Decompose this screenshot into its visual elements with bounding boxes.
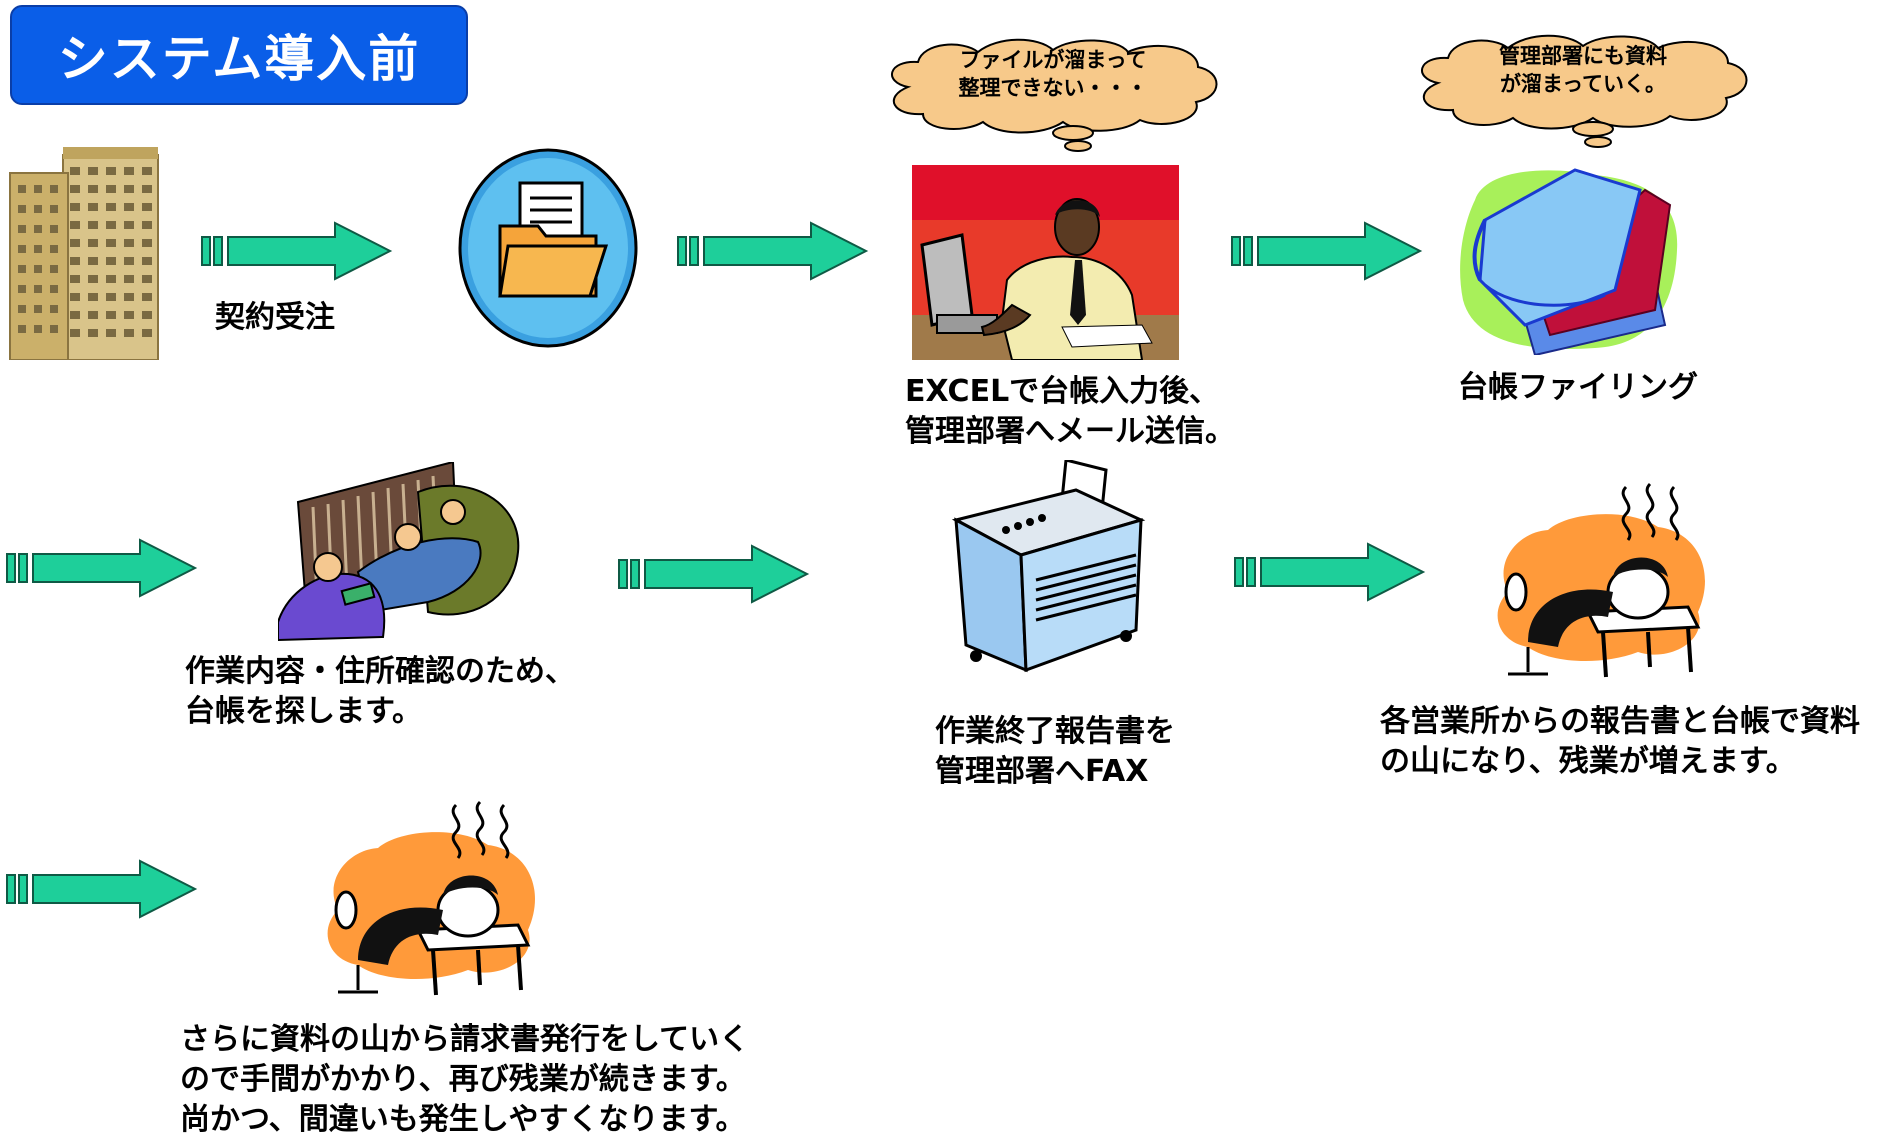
flow-arrow-6 (1233, 541, 1428, 603)
caption-billing-line2: ので手間がかかり、再び残業が続きます。 (180, 1062, 746, 1097)
caption-overtime: 各営業所からの報告書と台帳で資料 の山になり、残業が増えます。 (1380, 702, 1860, 782)
thought-cloud-2: 管理部署にも資料 が溜まっていく。 (1408, 28, 1758, 148)
flow-arrow-7 (5, 858, 200, 920)
flow-arrow-2 (676, 220, 871, 282)
cloud-1-line2: 整理できない・・・ (958, 76, 1148, 100)
flow-arrow-1 (200, 220, 395, 282)
building-icon (8, 145, 163, 361)
caption-fax-line2: 管理部署へFAX (935, 754, 1149, 789)
caption-contract: 契約受注 (215, 300, 335, 335)
caption-search-line1: 作業内容・住所確認のため、 (185, 654, 575, 689)
cloud-2-line2: が溜まっていく。 (1499, 72, 1667, 96)
folder-icon (458, 148, 638, 348)
cloud-1-line1: ファイルが溜まって (959, 48, 1147, 72)
caption-fax-line1: 作業終了報告書を (935, 714, 1175, 749)
thought-cloud-1: ファイルが溜まって 整理できない・・・ (878, 32, 1228, 152)
caption-billing-line3: 尚かつ、間違いも発生しやすくなります。 (180, 1102, 746, 1137)
flow-arrow-5 (617, 543, 812, 605)
caption-billing-line1: さらに資料の山から請求書発行をしていく (180, 1022, 750, 1057)
caption-search: 作業内容・住所確認のため、 台帳を探します。 (185, 652, 575, 732)
caption-excel-line1: EXCELで台帳入力後、 (905, 374, 1220, 409)
caption-fax: 作業終了報告書を 管理部署へFAX (935, 712, 1175, 792)
exhausted-worker-icon (1488, 482, 1716, 682)
caption-excel: EXCELで台帳入力後、 管理部署へメール送信。 (905, 372, 1235, 452)
caption-overtime-line1: 各営業所からの報告書と台帳で資料 (1380, 704, 1860, 739)
caption-excel-line2: 管理部署へメール送信。 (905, 414, 1235, 449)
exhausted-worker-icon-2 (318, 800, 546, 1000)
caption-filing: 台帳ファイリング (1458, 370, 1698, 405)
caption-overtime-line2: の山になり、残業が増えます。 (1380, 744, 1796, 779)
library-search-icon (277, 460, 523, 642)
page-title: システム導入前 (10, 5, 468, 105)
caption-search-line2: 台帳を探します。 (185, 694, 422, 729)
binders-icon (1455, 160, 1685, 357)
cloud-2-line1: 管理部署にも資料 (1499, 44, 1667, 68)
flow-arrow-3 (1230, 220, 1425, 282)
caption-billing: さらに資料の山から請求書発行をしていく ので手間がかかり、再び残業が続きます。 … (180, 1020, 749, 1140)
flow-arrow-4 (5, 537, 200, 599)
office-worker-icon (912, 165, 1179, 361)
fax-machine-icon (936, 458, 1146, 675)
